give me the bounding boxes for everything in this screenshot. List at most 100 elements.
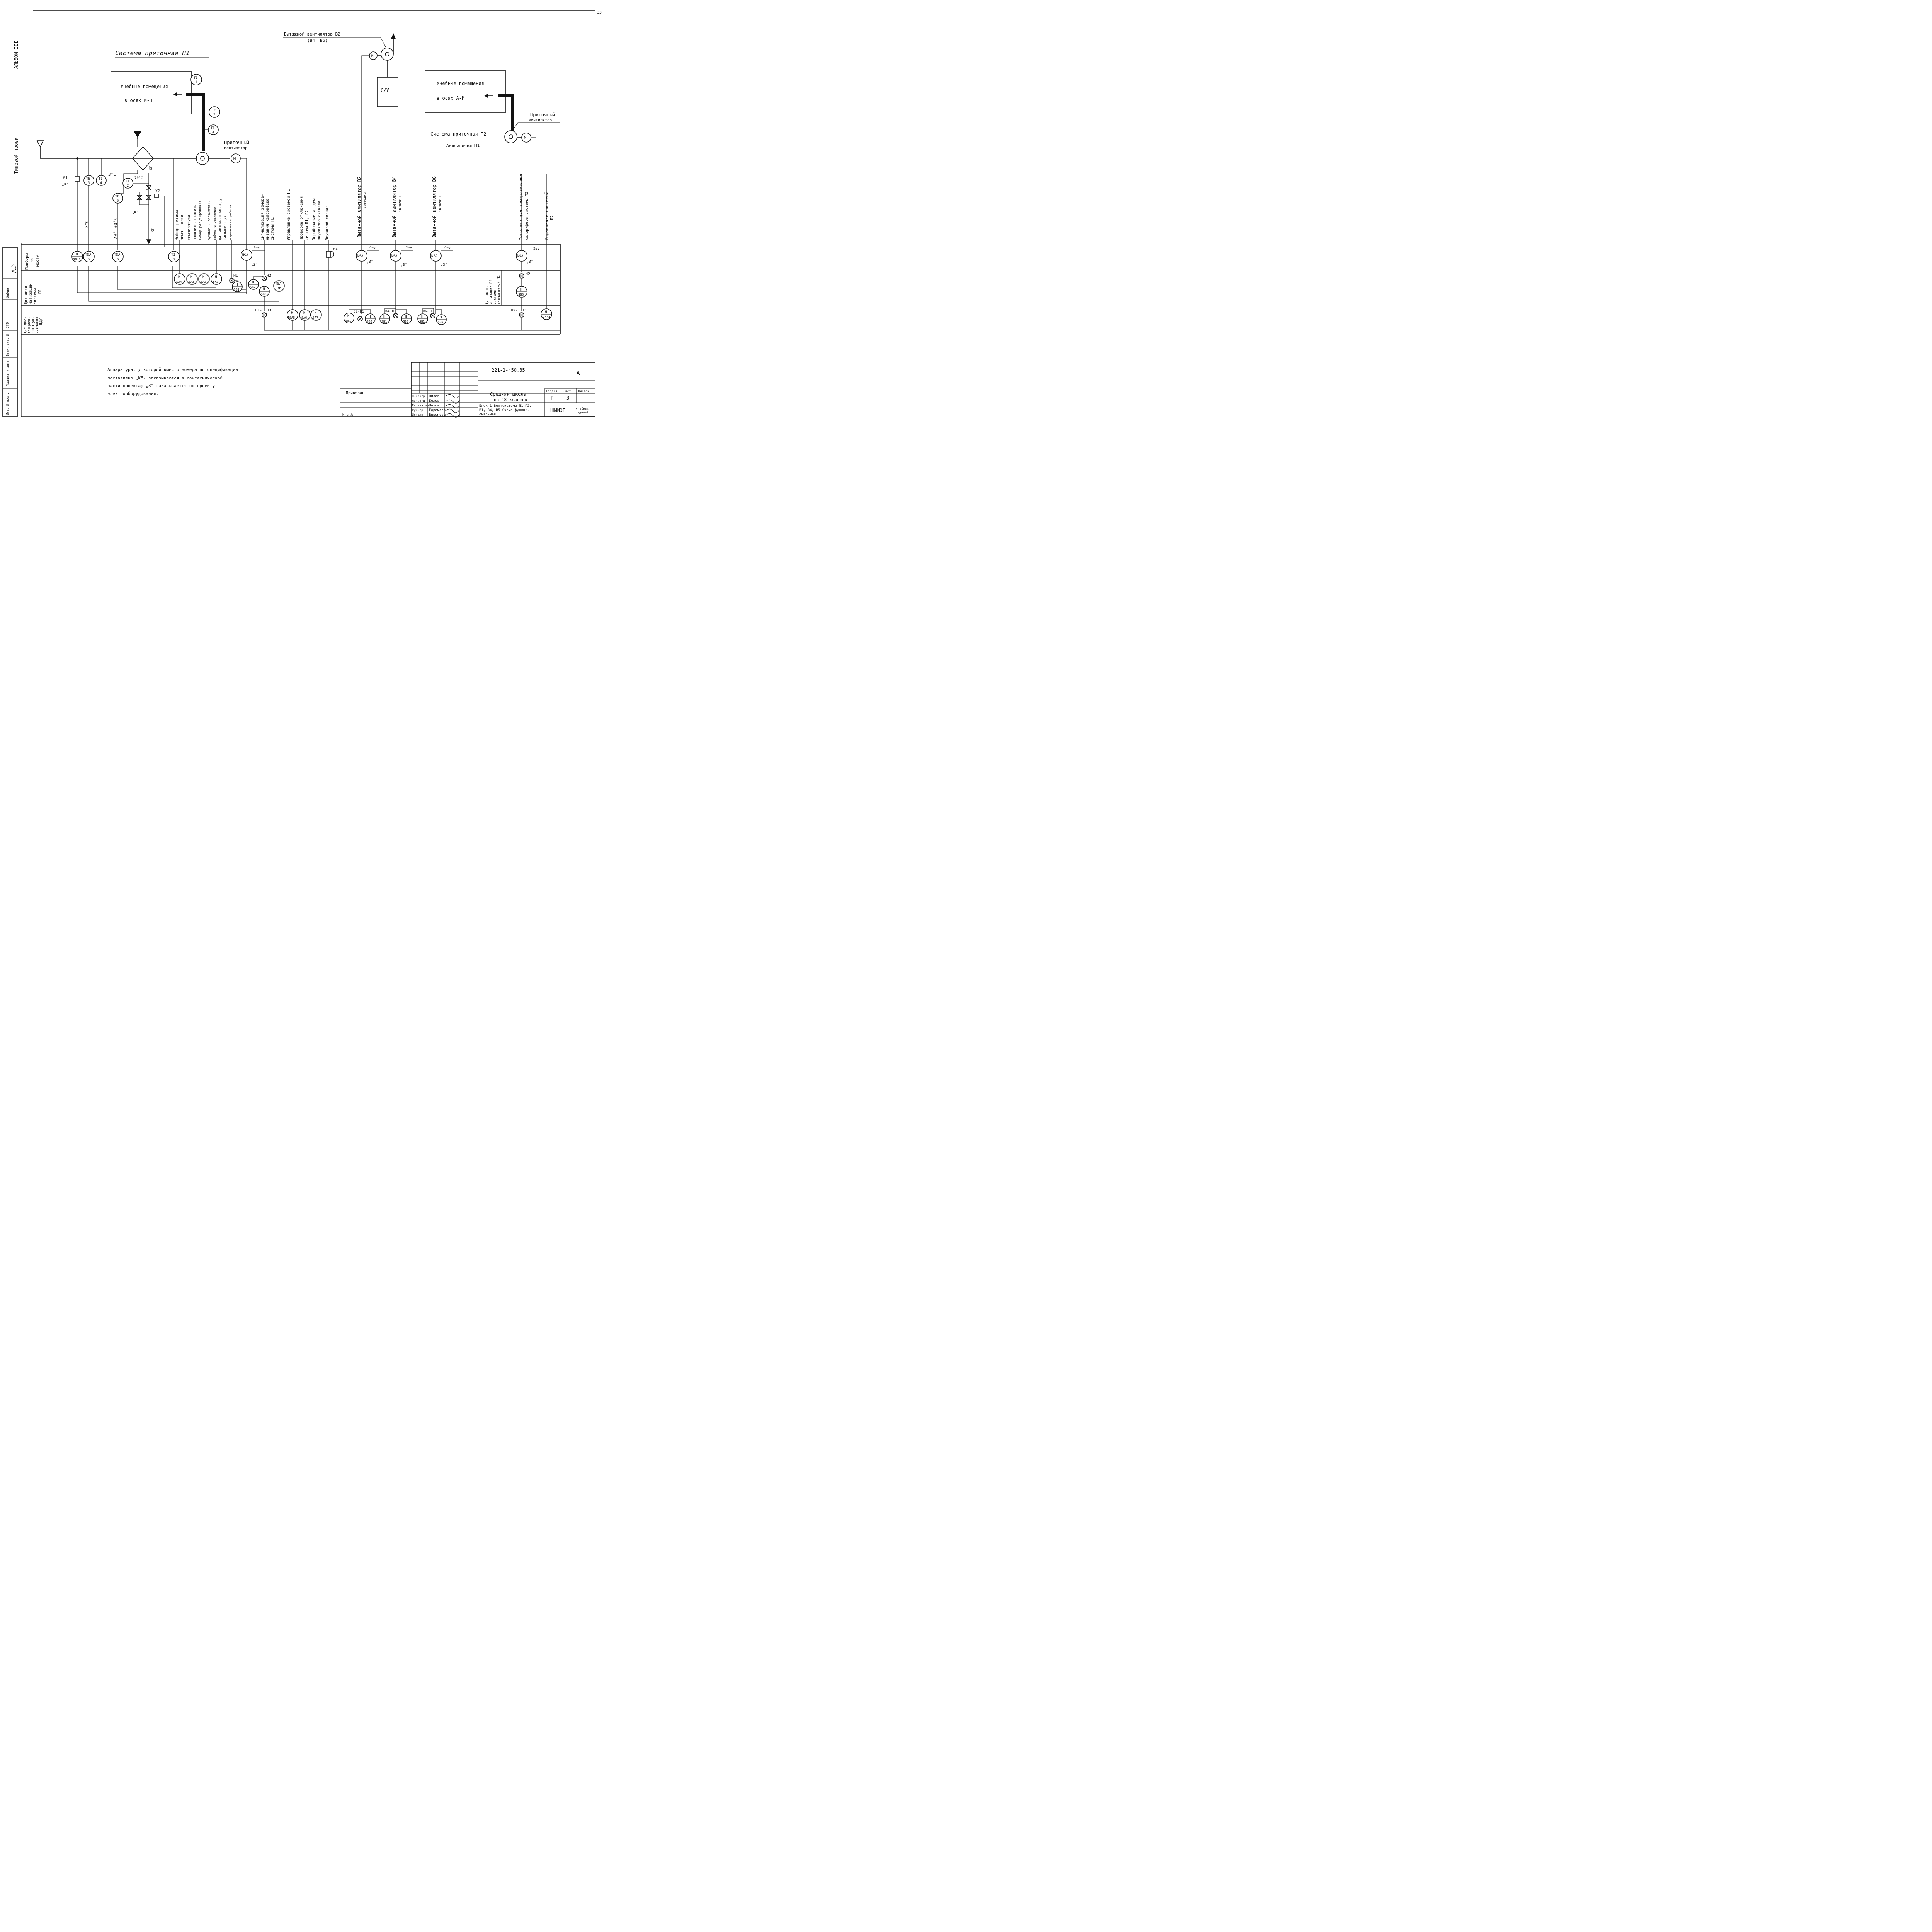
svg-text:70°С: 70°С [134, 176, 143, 180]
note-block: Аппаратура, у которой вместо номера по с… [107, 367, 238, 396]
svg-text:матизации: матизации [29, 284, 33, 304]
device-tsa-5: TSA 5 [83, 251, 95, 262]
svg-text:H: H [383, 315, 385, 319]
svg-text:SA6: SA6 [301, 316, 307, 320]
svg-text:Н1: Н1 [233, 274, 238, 278]
svg-text:Инв №: Инв № [342, 413, 353, 417]
svg-text:H: H [202, 275, 204, 279]
svg-text:температура: температура [187, 215, 191, 240]
device-nsa-b6: NSA „З" 4шу [430, 246, 453, 267]
svg-text:SB1: SB1 [381, 320, 387, 323]
svg-text:ного уп-: ного уп- [31, 317, 35, 333]
lamp-p1-h3: П1- Н3 [255, 308, 271, 318]
svg-text:H: H [347, 314, 349, 318]
bands [21, 244, 561, 335]
svg-text:H: H [263, 287, 265, 291]
svg-text:Сигнализация замора-: Сигнализация замора- [260, 194, 265, 240]
svg-text:Учебные помещения: Учебные помещения [121, 84, 168, 89]
svg-text:Р: Р [551, 395, 553, 401]
svg-text:ручное - автоматич.: ручное - автоматич. [207, 201, 211, 240]
svg-text:щит автом.-откл.-щду: щит автом.-откл.-щду [218, 198, 222, 240]
svg-text:SA7: SA7 [313, 316, 318, 320]
supply-fan-p1: М Приточный вентилятор [196, 140, 270, 294]
svg-text:4шу: 4шу [444, 246, 451, 250]
svg-text:Шилов: Шилов [429, 404, 439, 408]
svg-text:Опробование и сдем: Опробование и сдем [311, 199, 316, 240]
system-p2-label: Система приточная П2 [430, 131, 486, 137]
svg-text:H: H [315, 311, 316, 315]
svg-text:H: H [236, 283, 238, 287]
svg-text:Проверка отключения: Проверка отключения [299, 196, 304, 240]
svg-text:Н2: Н2 [526, 272, 530, 276]
svg-text:7: 7 [213, 113, 215, 117]
svg-text:„З": „З" [526, 260, 533, 264]
svg-text:НА: НА [333, 247, 338, 252]
svg-text:7б: 7б [277, 286, 281, 291]
system-p2-analog: Аналогична П1 [446, 143, 480, 148]
page-number: 33 [597, 10, 602, 15]
lamp-h1: Н1 [229, 274, 238, 283]
svg-text:зима - лето: зима - лето [180, 215, 184, 240]
svg-text:NSA: NSA [391, 254, 398, 258]
svg-text:H: H [76, 253, 78, 257]
svg-text:СТО: СТО [6, 322, 10, 328]
svg-text:Бабин: Бабин [5, 288, 10, 298]
side-strip: Инв. № подл. Подпись и дата Взам. инв. №… [2, 247, 18, 417]
svg-text:Вытяжной вентилятор В4: Вытяжной вентилятор В4 [391, 176, 397, 238]
svg-text:У1: У1 [63, 175, 68, 180]
svg-text:2шу: 2шу [533, 247, 540, 251]
svg-text:4: 4 [212, 131, 214, 134]
lamp-h2: Н2 [262, 274, 271, 281]
svg-text:12SB4: 12SB4 [541, 315, 550, 319]
svg-text:1: 1 [195, 80, 197, 84]
svg-text:У2: У2 [155, 189, 160, 193]
svg-text:части проекта; „З"-заказываетс: части проекта; „З"-заказывается по проек… [107, 383, 215, 388]
svg-text:В1, В4, В5 Схема функци-: В1, В4, В5 Схема функци- [479, 408, 529, 412]
svg-text:H: H [252, 281, 254, 284]
svg-text:3: 3 [173, 258, 175, 262]
svg-text:сигнализация: сигнализация [223, 215, 227, 240]
svg-text:NSA: NSA [431, 254, 438, 258]
svg-text:включен: включен [363, 192, 367, 209]
svg-text:в осях И-П: в осях И-П [124, 98, 152, 103]
svg-text:Средняя школа: Средняя школа [490, 391, 526, 397]
svg-text:понизить-повысить: понизить-повысить [193, 205, 197, 240]
svg-text:TI: TI [194, 76, 198, 80]
svg-text:SB3: SB3 [261, 293, 267, 296]
svg-text:Выбор режима: Выбор режима [174, 210, 179, 240]
device-nsa-b4: NSA „З" 4шу [390, 246, 413, 267]
instrument-ti-1: TI 1 [190, 74, 202, 85]
svg-text:Взам. инв. №: Взам. инв. № [6, 334, 9, 356]
svg-text:системы: системы [493, 290, 497, 304]
title-block: Привязан Инв № Н.контр Нач.отд Гл.инж.пр… [340, 362, 595, 418]
svg-text:матизации П2: матизации П2 [489, 279, 493, 304]
svg-text:Стадия: Стадия [546, 389, 557, 393]
svg-text:„З": „З" [251, 263, 257, 267]
svg-text:П1-: П1- [255, 308, 262, 313]
svg-text:TSA: TSA [85, 253, 92, 257]
svg-text:H: H [190, 275, 192, 279]
svg-text:TSA: TSA [275, 282, 282, 286]
svg-text:6: 6 [117, 199, 119, 203]
svg-text:H: H [178, 275, 180, 279]
svg-text:H: H [421, 315, 423, 319]
typical-project-label: Типовой проект [14, 135, 19, 174]
device-nsa-p2: NSA „З" 2шу [516, 247, 541, 264]
svg-text:Аппаратура, у которой вместо н: Аппаратура, у которой вместо номера по с… [107, 367, 238, 372]
svg-text:1шу: 1шу [253, 246, 260, 250]
svg-text:Приточный: Приточный [530, 112, 555, 117]
svg-text:SB1: SB1 [419, 320, 425, 323]
svg-text:SB8: SB8 [367, 320, 372, 323]
svg-text:выбор регулирования: выбор регулирования [198, 201, 202, 240]
svg-text:ЦНИИЭП: ЦНИИЭП [549, 408, 565, 413]
svg-text:Управление системой П1: Управление системой П1 [286, 189, 291, 240]
svg-text:2: 2 [127, 184, 129, 188]
svg-text:Ефремова: Ефремова [429, 408, 446, 412]
device-nsa-b2: NSA „З" 4шу [356, 246, 379, 264]
svg-text:„З": „З" [400, 263, 407, 267]
signal-labels: Выбор режима зима - лето температура пон… [174, 174, 554, 240]
svg-text:М: М [233, 157, 236, 161]
